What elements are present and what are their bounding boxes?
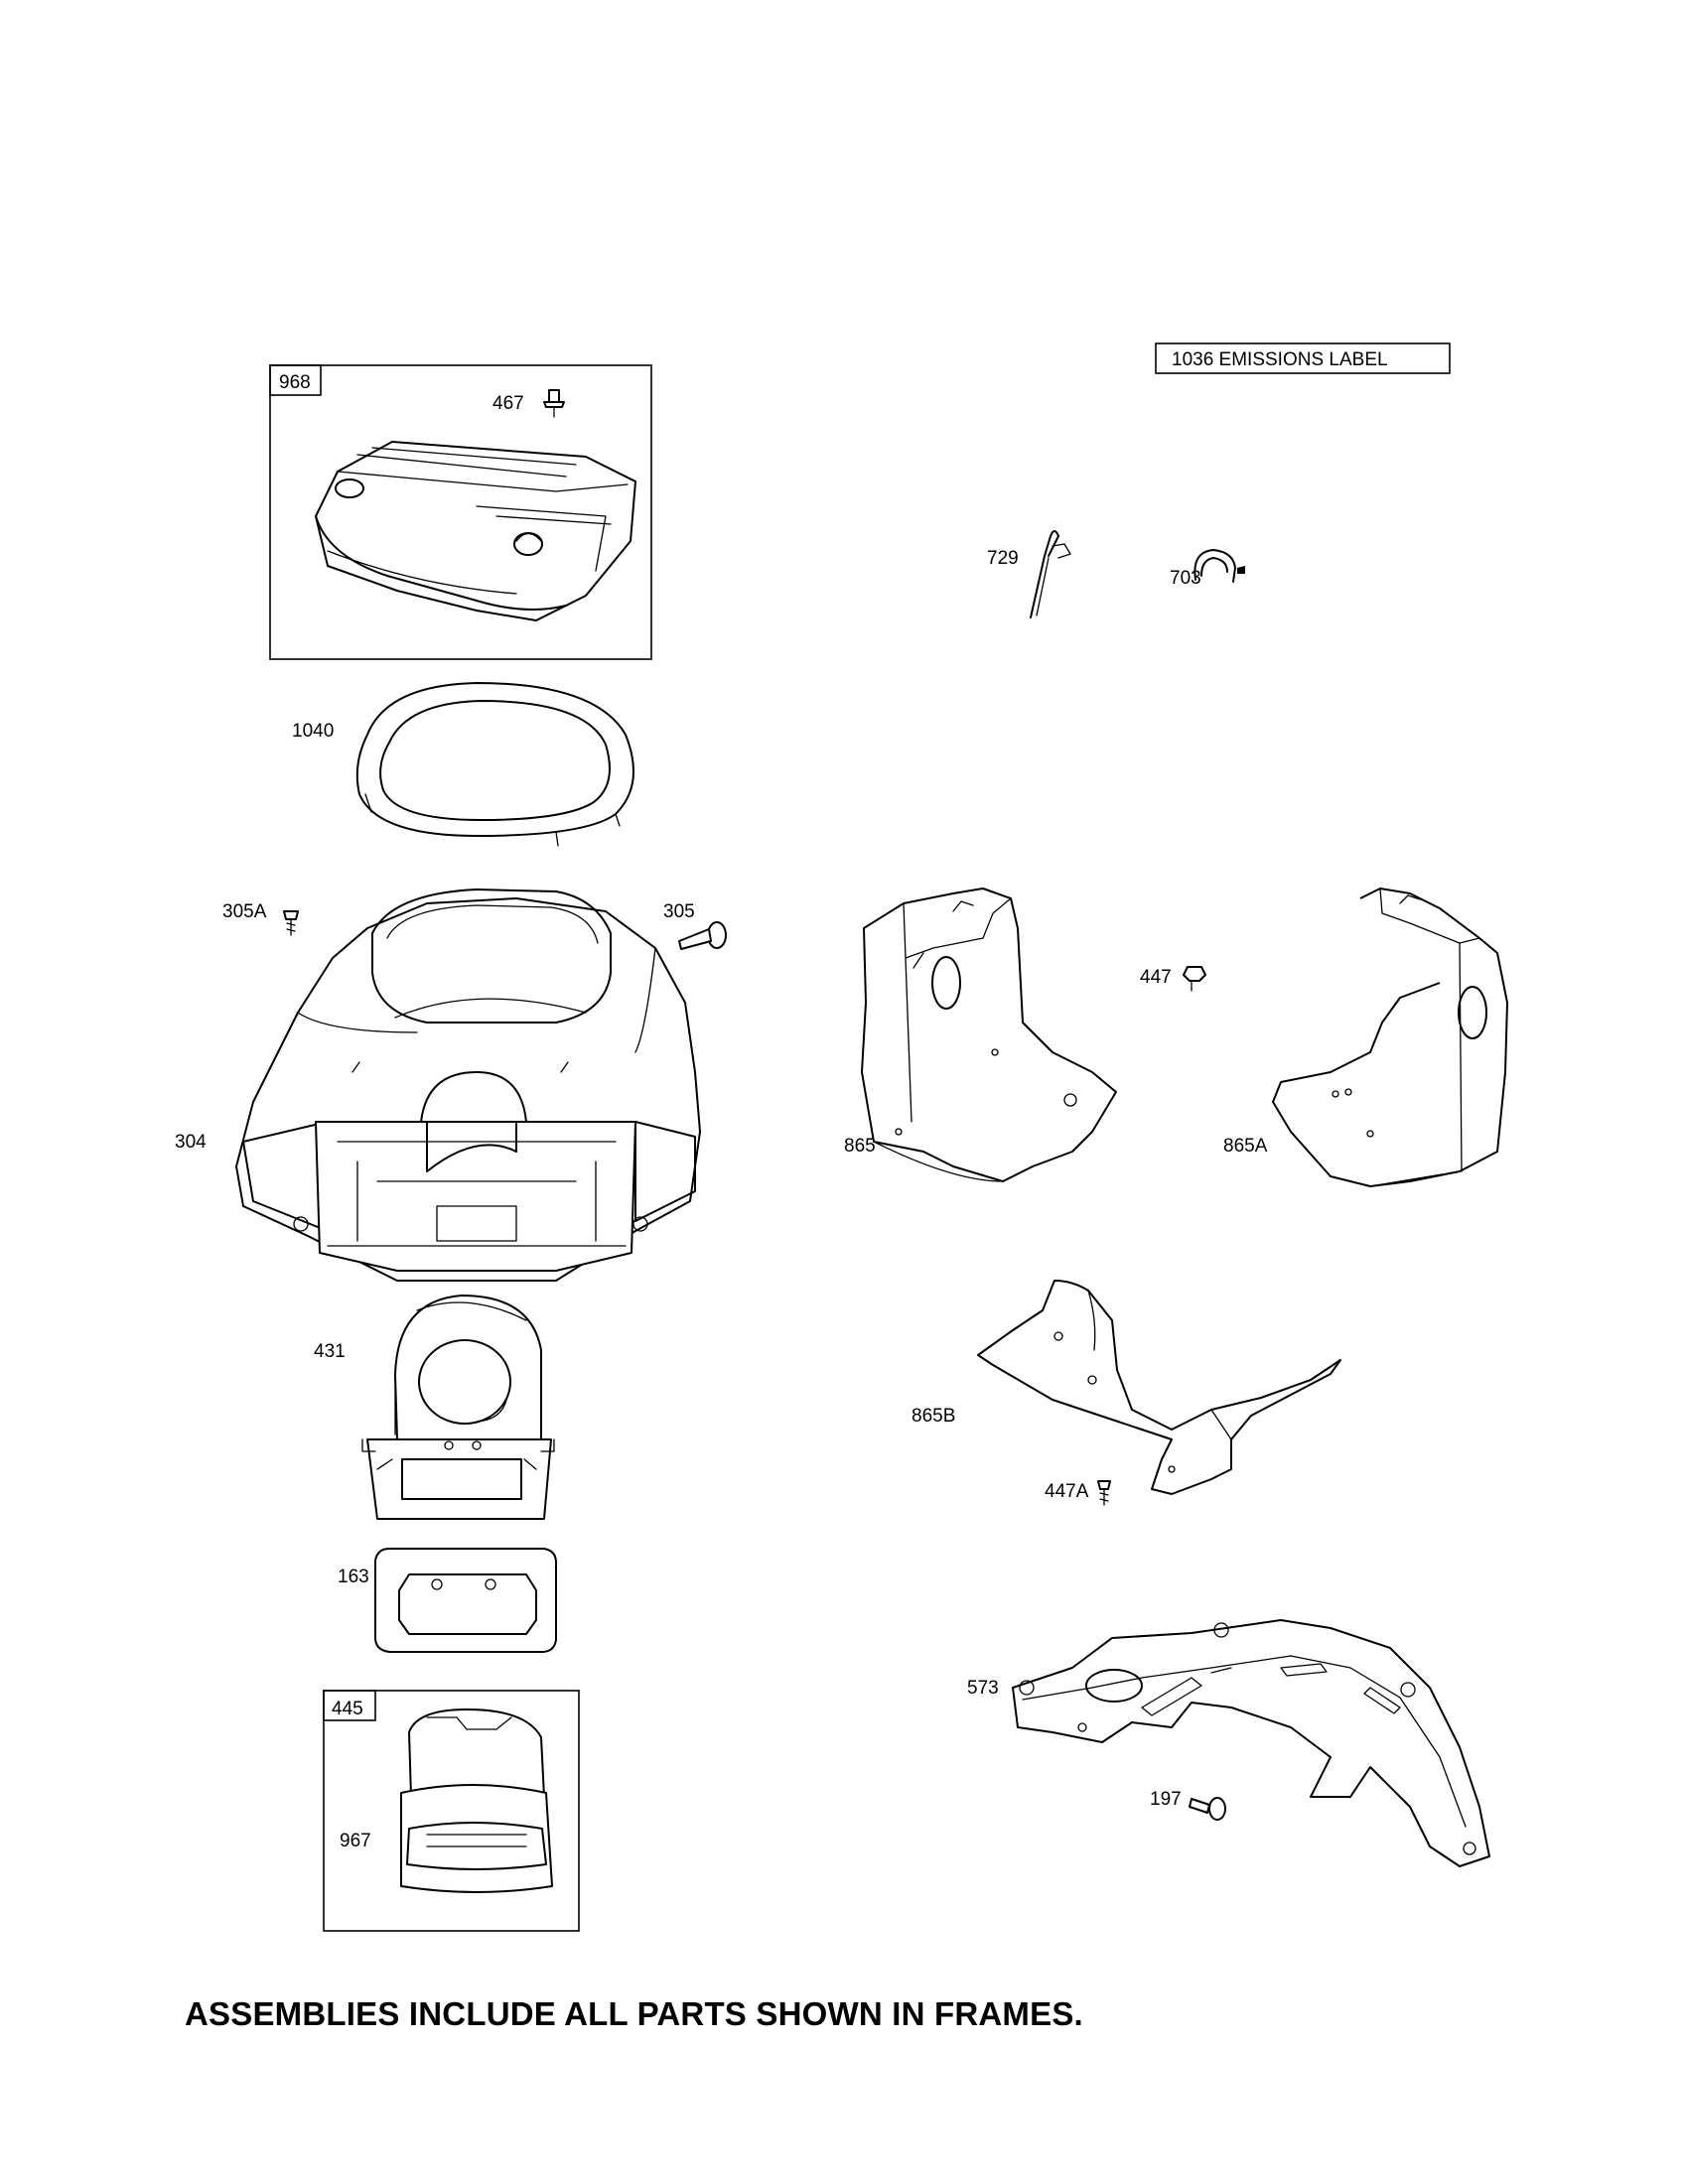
part-968-cover [315,441,636,621]
label-467: 467 [492,393,524,414]
emissions-label-text: 1036 EMISSIONS LABEL [1172,349,1388,370]
label-865B: 865B [912,1406,955,1427]
label-967: 967 [340,1831,371,1851]
part-163-gasket: 163 [338,1548,557,1653]
part-197-screw: 197 [1150,1789,1226,1821]
part-703-clip: 703 [1170,549,1245,589]
label-447A: 447A [1045,1481,1089,1502]
part-447A-screw: 447A [1045,1480,1111,1506]
frame-445-label: 445 [332,1699,363,1719]
part-431-air-guide: 431 [314,1295,555,1520]
label-163: 163 [338,1567,369,1587]
label-729: 729 [987,548,1019,569]
label-304: 304 [175,1132,207,1153]
part-865B-shield: 865B [912,1280,1341,1495]
label-703: 703 [1170,568,1201,589]
assemblies-note: ASSEMBLIES INCLUDE ALL PARTS SHOWN IN FR… [185,1995,1083,2032]
label-865A: 865A [1223,1136,1268,1157]
part-967-filter: 967 [340,1708,553,1893]
label-573: 573 [967,1678,999,1699]
label-431: 431 [314,1341,346,1362]
label-865: 865 [844,1136,876,1157]
part-865-shield: 865 [844,887,1117,1182]
part-865A-shield: 865A [1223,887,1508,1187]
frame-968: 968 [269,364,652,660]
frame-968-label: 968 [279,372,311,393]
label-305A: 305A [222,901,267,922]
part-467-stud: 467 [492,389,565,418]
label-1040: 1040 [292,721,334,742]
label-447: 447 [1140,967,1172,988]
label-197: 197 [1150,1789,1182,1810]
part-573-backplate: 573 [967,1619,1490,1867]
part-1040-ring: 1040 [292,682,634,847]
frame-445: 445 [323,1690,580,1932]
part-305A-screw: 305A [222,901,299,936]
emissions-label-box: 1036 EMISSIONS LABEL [1155,342,1451,374]
part-729-tie: 729 [987,530,1071,618]
part-305-bolt: 305 [663,901,727,950]
part-304-blower-housing: 304 [175,888,701,1282]
label-305: 305 [663,901,695,922]
part-447-screw: 447 [1140,966,1206,992]
